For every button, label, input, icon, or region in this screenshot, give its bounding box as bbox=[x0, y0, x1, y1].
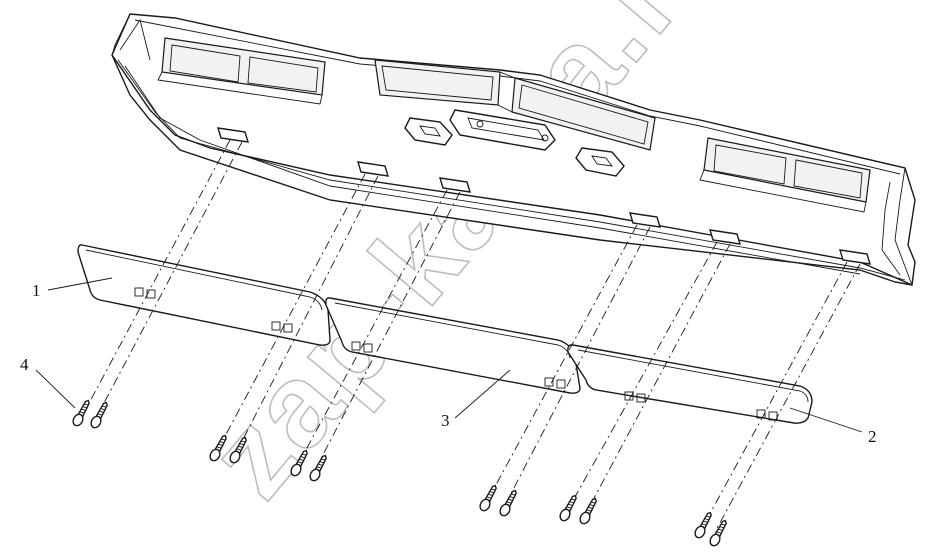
callout-3: 3 bbox=[441, 411, 450, 430]
clip-pair bbox=[624, 391, 778, 421]
centre-controls bbox=[404, 109, 625, 177]
left-air-vent bbox=[157, 37, 326, 105]
screw bbox=[72, 399, 90, 427]
screw bbox=[694, 511, 712, 539]
cover-strip-1 bbox=[77, 244, 331, 346]
screw bbox=[309, 454, 327, 482]
callout-4: 4 bbox=[20, 355, 29, 374]
trim-panel-housing bbox=[111, 13, 916, 286]
callout-leaders bbox=[35, 277, 863, 433]
screw bbox=[90, 401, 108, 429]
screws bbox=[72, 399, 727, 547]
clip-pair bbox=[351, 341, 566, 389]
centre-display-recess bbox=[374, 59, 656, 151]
mounting-tabs bbox=[217, 127, 871, 265]
screw bbox=[290, 449, 308, 477]
screw bbox=[479, 484, 497, 512]
clip-pair bbox=[134, 287, 293, 333]
cover-strip-2 bbox=[567, 344, 813, 424]
screw bbox=[229, 436, 247, 464]
screw bbox=[209, 434, 227, 462]
screw bbox=[499, 489, 517, 517]
assembly-center-lines bbox=[79, 139, 861, 533]
screw bbox=[559, 494, 577, 522]
callout-1: 1 bbox=[32, 281, 41, 300]
screw bbox=[579, 497, 597, 525]
screw bbox=[709, 519, 727, 547]
right-air-vent bbox=[699, 137, 871, 213]
callout-2: 2 bbox=[868, 427, 877, 446]
